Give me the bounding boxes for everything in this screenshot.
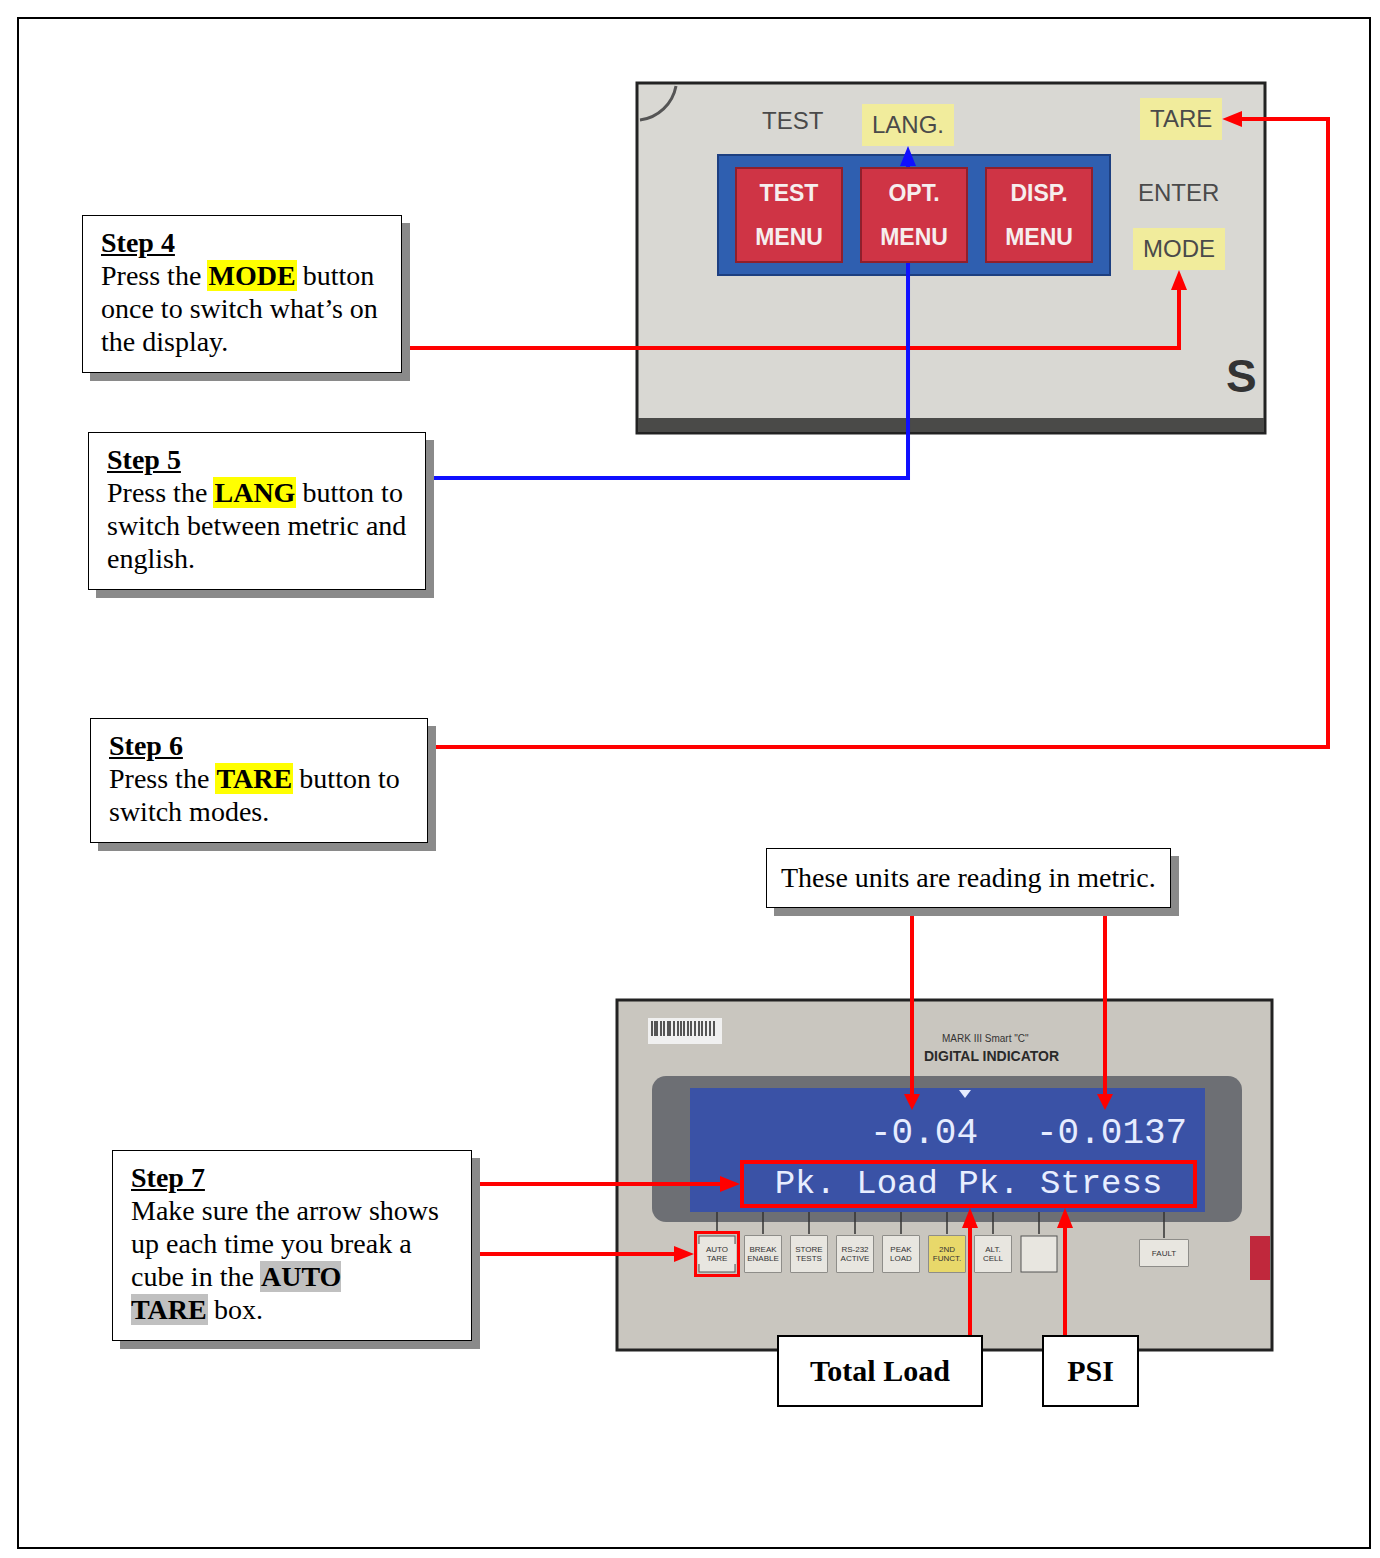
panel-letter: S xyxy=(1226,350,1257,402)
step-box: Step 6Press theTAREbutton to switch mode… xyxy=(90,718,428,843)
indicator-key xyxy=(791,1236,827,1272)
step-heading: Step 6 xyxy=(109,729,413,762)
node-text: These units are reading in metric. xyxy=(781,860,1156,896)
panel-arc xyxy=(640,86,676,120)
panel-key-label: MODE xyxy=(1133,228,1225,270)
indicator-key xyxy=(883,1236,919,1272)
step-heading: Step 5 xyxy=(107,443,411,476)
button-frame xyxy=(718,155,1110,275)
indicator-key xyxy=(975,1236,1011,1272)
indicator-key-label: FAULT xyxy=(1140,1240,1188,1266)
menu-button: DISP. MENU xyxy=(985,167,1093,263)
step-body: Press theTAREbutton to switch modes. xyxy=(109,762,413,828)
panel-edge-strip xyxy=(638,418,1264,432)
highlighted-word: MODE xyxy=(207,260,296,291)
node-text: Pk. Load Pk. Stress xyxy=(752,1165,1185,1203)
node-text: DISP. MENU xyxy=(987,171,1091,259)
step-text: Press the xyxy=(107,477,207,508)
digital-indicator-photo xyxy=(617,1000,1272,1350)
panel-photo-ground xyxy=(637,83,1265,433)
page-border xyxy=(18,18,1370,1548)
lcd-marker xyxy=(959,1090,971,1098)
readout-highlight: Pk. Load Pk. Stress xyxy=(740,1160,1197,1208)
lcd-frame xyxy=(652,1076,1242,1222)
control-panel-photo xyxy=(637,83,1265,433)
step-text: Press the xyxy=(109,763,209,794)
highlighted-word: TARE xyxy=(215,763,293,794)
callout-box: These units are reading in metric. xyxy=(766,848,1171,908)
readout-value: -0.04 xyxy=(870,1112,978,1156)
highlighted-word: LANG xyxy=(213,477,296,508)
menu-button: OPT. MENU xyxy=(860,167,968,263)
indicator-key xyxy=(1021,1236,1057,1272)
panel-label: ENTER xyxy=(1138,178,1219,208)
step-body: Make sure the arrow shows up each time y… xyxy=(131,1194,457,1326)
arrow-connector xyxy=(428,119,1328,747)
leader-arrowhead xyxy=(904,1094,920,1110)
step-text: Press the xyxy=(101,260,201,291)
fault-key xyxy=(1140,1240,1188,1266)
node-text: AUTO TARE xyxy=(698,1244,736,1264)
step-box: Step 4Press theMODEbutton once to switch… xyxy=(82,215,402,373)
indicator-key xyxy=(699,1236,735,1272)
indicator-highlight: AUTO TARE xyxy=(694,1231,740,1277)
arrow-connector xyxy=(426,156,908,478)
step-box: Step 7Make sure the arrow shows up each … xyxy=(112,1150,472,1341)
indicator-key xyxy=(745,1236,781,1272)
model-label: MARK III Smart "C" xyxy=(940,1033,1031,1045)
indicator-key-label: RS-232 ACTIVE xyxy=(837,1236,873,1272)
readout-value: -0.0137 xyxy=(1036,1112,1187,1156)
step-box: Step 5Press theLANGbutton to switch betw… xyxy=(88,432,426,590)
step-body: Press theLANGbutton to switch between me… xyxy=(107,476,411,575)
panel-key-label: TARE xyxy=(1140,98,1222,140)
arrow-connector xyxy=(472,1252,684,1256)
caption-box: PSI xyxy=(1042,1335,1139,1407)
node-text: TEST MENU xyxy=(737,171,841,259)
step-text: box. xyxy=(214,1294,263,1325)
barcode-label xyxy=(648,1018,722,1044)
metric-leaders xyxy=(904,908,1113,1110)
device-title: DIGITAL INDICATOR xyxy=(922,1048,1061,1065)
lcd-screen xyxy=(690,1088,1205,1212)
node-text: TARE xyxy=(1150,104,1212,134)
arrow-connector xyxy=(1063,1218,1067,1335)
caption-box: Total Load xyxy=(777,1335,983,1407)
step-heading: Step 4 xyxy=(101,226,387,259)
arrow-connector xyxy=(472,1182,730,1186)
leader-line xyxy=(1103,908,1107,1096)
node-text: MODE xyxy=(1143,234,1215,264)
indicator-key xyxy=(929,1236,965,1272)
step-heading: Step 7 xyxy=(131,1161,457,1194)
menu-button: TEST MENU xyxy=(735,167,843,263)
arrow-connector xyxy=(968,1218,972,1335)
indicator-key-label: BREAK ENABLE xyxy=(745,1236,781,1272)
node-text: LANG. xyxy=(872,110,944,140)
barcode-bars xyxy=(652,1021,714,1036)
node-text: OPT. MENU xyxy=(862,171,966,259)
indicator-key-label: PEAK LOAD xyxy=(883,1236,919,1272)
step-body: Press theMODEbutton once to switch what’… xyxy=(101,259,387,358)
indicator-photo-ground xyxy=(617,1000,1272,1350)
red-switch xyxy=(1250,1236,1270,1280)
arrow-connector xyxy=(402,280,1179,348)
leader-arrowhead xyxy=(1097,1094,1113,1110)
indicator-key xyxy=(837,1236,873,1272)
node-text: PSI xyxy=(1067,1353,1114,1389)
indicator-key-label: 2ND FUNCT. xyxy=(929,1236,965,1272)
leader-line xyxy=(910,908,914,1096)
indicator-ticks xyxy=(717,1212,1164,1238)
indicator-key-label: STORE TESTS xyxy=(791,1236,827,1272)
panel-label: TEST xyxy=(762,106,823,136)
node-text: Total Load xyxy=(810,1353,950,1389)
indicator-key-label: ALT. CELL xyxy=(975,1236,1011,1272)
panel-key-label: LANG. xyxy=(862,104,954,146)
